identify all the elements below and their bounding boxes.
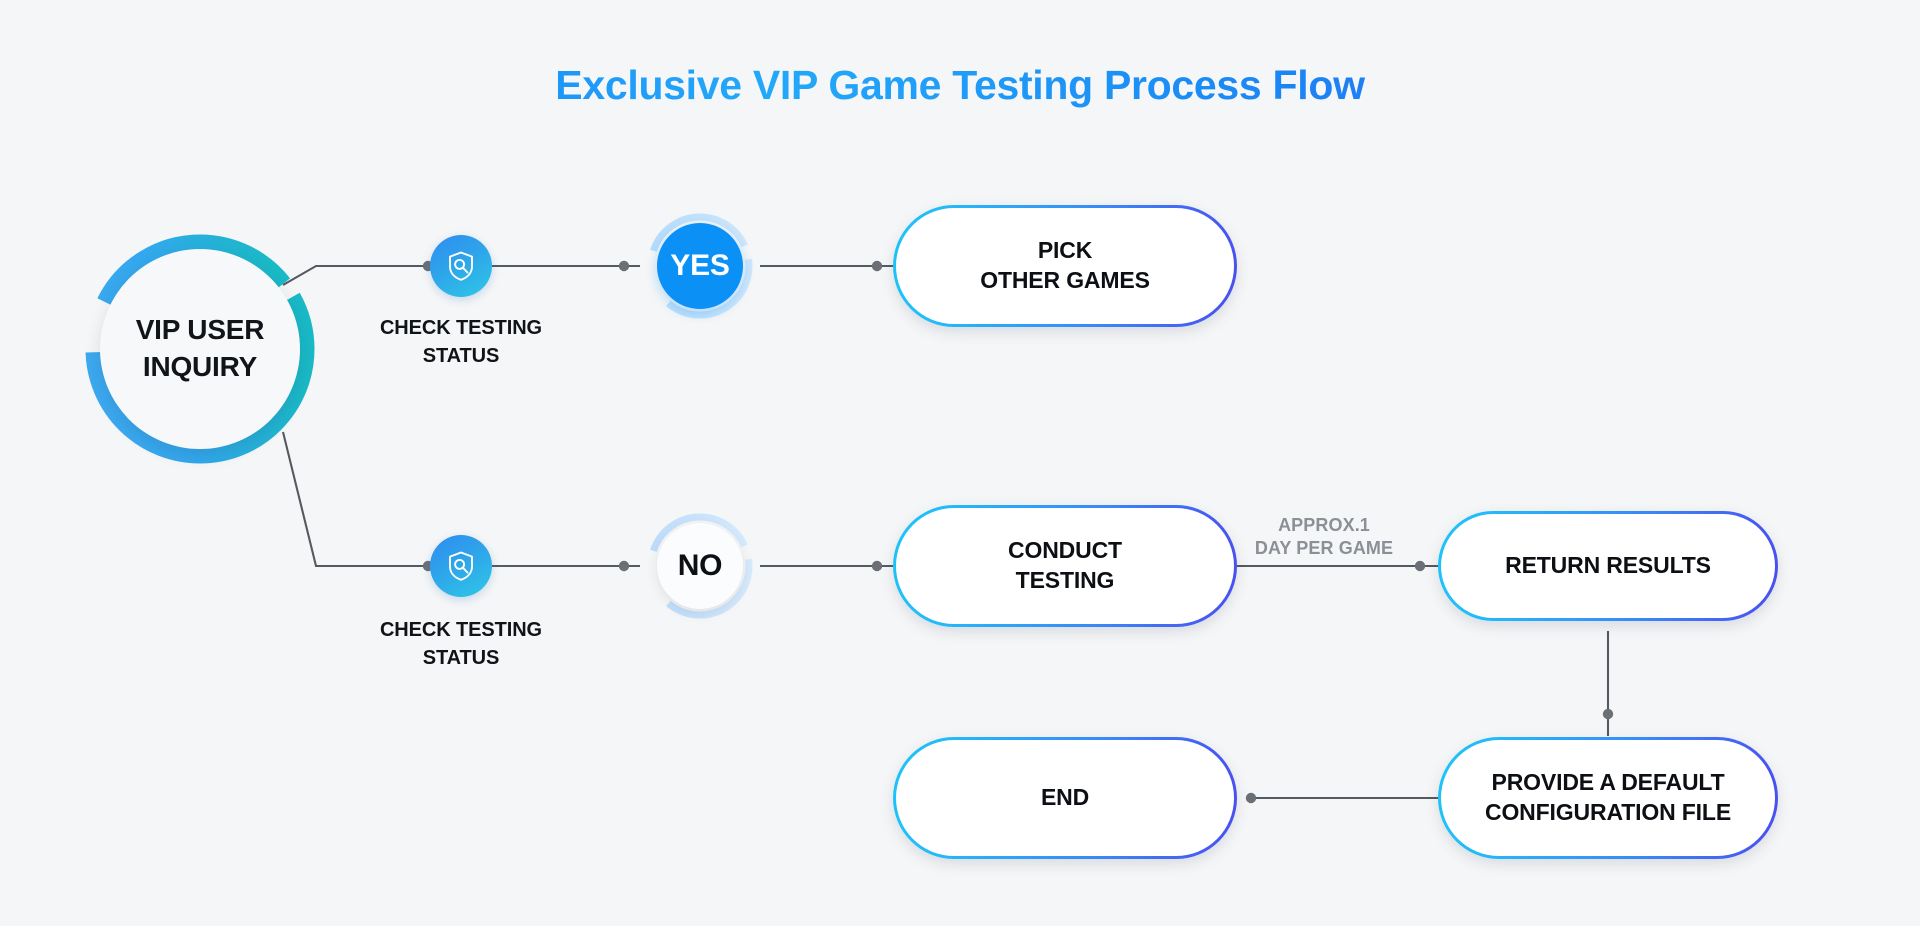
node-conduct-testing-body: CONDUCT TESTING [895, 507, 1235, 625]
node-end[interactable]: END [893, 737, 1237, 859]
node-return-results-body: RETURN RESULTS [1440, 513, 1776, 619]
node-pick-other-games-label: PICK OTHER GAMES [980, 237, 1150, 293]
page-title: Exclusive VIP Game Testing Process Flow [0, 62, 1920, 109]
step-caption-no-branch: CHECK TESTING STATUS [379, 619, 543, 670]
node-provide-default-config-body: PROVIDE A DEFAULT CONFIGURATION FILE [1440, 739, 1776, 857]
decision-node-yes[interactable]: YES [645, 211, 755, 321]
decision-label-yes: YES [657, 223, 743, 309]
decision-node-no[interactable]: NO [645, 511, 755, 621]
node-return-results[interactable]: RETURN RESULTS [1438, 511, 1778, 621]
start-node-body: VIP USER INQUIRY [100, 249, 300, 449]
node-pick-other-games-body: PICK OTHER GAMES [895, 207, 1235, 325]
shield-search-icon [449, 251, 473, 281]
shield-search-icon-no-branch[interactable] [430, 535, 492, 597]
shield-search-icon-yes-branch[interactable] [430, 235, 492, 297]
start-node-label: VIP USER INQUIRY [135, 314, 265, 382]
decision-label-no: NO [657, 523, 743, 609]
node-pick-other-games[interactable]: PICK OTHER GAMES [893, 205, 1237, 327]
shield-search-icon [449, 551, 473, 581]
node-conduct-testing-label: CONDUCT TESTING [1008, 537, 1122, 593]
node-provide-default-config[interactable]: PROVIDE A DEFAULT CONFIGURATION FILE [1438, 737, 1778, 859]
node-return-results-label: RETURN RESULTS [1505, 552, 1711, 579]
node-provide-default-config-label: PROVIDE A DEFAULT CONFIGURATION FILE [1484, 769, 1732, 825]
start-node-vip-user-inquiry[interactable]: VIP USER INQUIRY [82, 231, 318, 467]
node-conduct-testing[interactable]: CONDUCT TESTING [893, 505, 1237, 627]
edge-note-duration: APPROX.1 DAY PER GAME [1254, 515, 1394, 559]
node-end-body: END [895, 739, 1235, 857]
node-end-label: END [1040, 784, 1090, 811]
step-caption-yes-branch: CHECK TESTING STATUS [379, 317, 543, 368]
